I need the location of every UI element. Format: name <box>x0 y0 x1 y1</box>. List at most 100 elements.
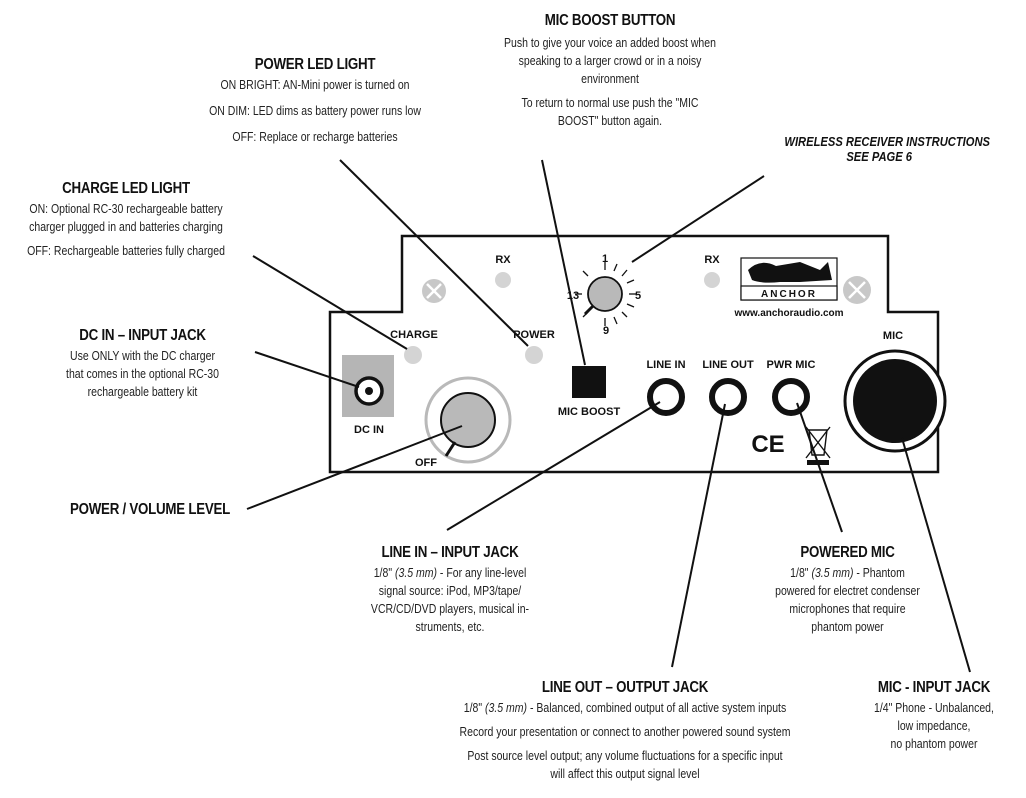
power-led-title: POWER LED LIGHT <box>254 56 376 73</box>
power-led-text-2: ON DIM: LED dims as battery power runs l… <box>209 104 421 118</box>
mic-boost-title: MIC BOOST BUTTON <box>544 12 676 29</box>
mic-boost-label: MIC BOOST <box>558 406 621 418</box>
power-led-text-1: ON BRIGHT: AN-Mini power is turned on <box>220 78 410 92</box>
leader-mic-boost <box>541 159 586 366</box>
pwr-mic-jack[interactable] <box>772 378 810 416</box>
powered-mic-text-3: microphones that require <box>789 602 906 616</box>
line-out-title: LINE OUT – OUTPUT JACK <box>541 679 709 696</box>
line-out-text-4: will affect this output signal level <box>550 767 700 781</box>
mic-input-text-1: 1/4" Phone - Unbalanced, <box>874 701 994 715</box>
leader-powered-mic <box>796 402 843 533</box>
mic-input-text-3: no phantom power <box>890 737 978 751</box>
line-out-text-1: 1/8" (3.5 mm) - Balanced, combined outpu… <box>453 699 797 717</box>
wireless-callout: WIRELESS RECEIVER INSTRUCTIONS SEE PAGE … <box>700 134 990 164</box>
powered-mic-text-4: phantom power <box>811 620 884 634</box>
line-out-size: 1/8" <box>463 701 483 715</box>
powered-mic-mm: (3.5 mm) <box>811 566 854 580</box>
dial-label-1: 1 <box>602 253 608 265</box>
mic-boost-text-4: To return to normal use push the "MIC <box>521 96 699 110</box>
powered-mic-title: POWERED MIC <box>800 544 895 561</box>
left-screw <box>422 279 446 303</box>
leader-power-volume <box>246 425 463 510</box>
mic-boost-button[interactable] <box>572 366 606 398</box>
charge-led-callout: CHARGE LED LIGHT ON: Optional RC-30 rech… <box>0 180 252 260</box>
line-in-text-2: signal source: iPod, MP3/tape/ <box>378 584 522 598</box>
line-out-label: LINE OUT <box>702 359 754 371</box>
line-in-text-3: VCR/CD/DVD players, musical in- <box>370 602 530 616</box>
mic-input-text-2: low impedance, <box>897 719 971 733</box>
leader-line-in <box>446 401 661 531</box>
dc-in-label: DC IN <box>354 424 384 436</box>
mic-input-title: MIC - INPUT JACK <box>877 679 991 696</box>
power-volume-callout: POWER / VOLUME LEVEL <box>40 501 260 519</box>
leader-dc-in <box>254 351 360 388</box>
leader-lines <box>246 159 971 673</box>
rx-led-left <box>495 272 511 288</box>
charge-label: CHARGE <box>390 329 438 341</box>
power-led <box>525 346 543 364</box>
line-in-jack[interactable] <box>647 378 685 416</box>
line-out-desc: - Balanced, combined output of all activ… <box>529 701 787 715</box>
mic-level-dial[interactable] <box>587 276 623 312</box>
mic-boost-text-3: environment <box>581 72 639 86</box>
dc-in-text-1: Use ONLY with the DC charger <box>70 349 215 363</box>
line-out-text-3: Post source level output; any volume flu… <box>467 749 783 763</box>
powered-mic-desc: - Phantom <box>856 566 905 580</box>
power-label: POWER <box>513 329 555 341</box>
dc-in-callout: DC IN – INPUT JACK Use ONLY with the DC … <box>20 327 265 401</box>
line-in-label: LINE IN <box>646 359 685 371</box>
line-out-mm: (3.5 mm) <box>485 701 528 715</box>
anchor-logo: ANCHOR <box>740 257 838 301</box>
dial-label-5: 5 <box>635 290 641 302</box>
line-in-mm: (3.5 mm) <box>394 566 437 580</box>
wireless-text-1: WIRELESS RECEIVER INSTRUCTIONS <box>784 134 990 149</box>
brand-url: www.anchoraudio.com <box>733 308 843 319</box>
ce-mark: CE <box>751 431 784 458</box>
leader-mic-input <box>901 437 971 673</box>
mic-boost-text-5: BOOST" button again. <box>557 114 663 128</box>
rx-label-right: RX <box>704 254 720 266</box>
line-in-desc: - For any line-level <box>439 566 527 580</box>
powered-mic-text-1: 1/8" (3.5 mm) - Phantom <box>753 564 942 582</box>
mic-label: MIC <box>883 330 903 342</box>
dc-in-pin <box>365 387 373 395</box>
wireless-text-2: SEE PAGE 6 <box>846 149 912 164</box>
line-in-text-4: struments, etc. <box>415 620 485 634</box>
line-in-title: LINE IN – INPUT JACK <box>381 544 519 561</box>
line-out-jack[interactable] <box>709 378 747 416</box>
line-in-text-1: 1/8" (3.5 mm) - For any line-level <box>349 564 551 582</box>
mic-boost-callout: MIC BOOST BUTTON Push to give your voice… <box>440 12 780 130</box>
powered-mic-text-2: powered for electret condenser <box>775 584 920 598</box>
powered-mic-size: 1/8" <box>790 566 809 580</box>
charge-led-text-3: OFF: Rechargeable batteries fully charge… <box>27 244 225 258</box>
charge-led <box>404 346 422 364</box>
dial-label-9: 9 <box>603 325 609 337</box>
power-volume-knob[interactable] <box>440 392 496 448</box>
dc-in-text-2: that comes in the optional RC-30 <box>66 367 219 381</box>
charge-led-title: CHARGE LED LIGHT <box>62 180 190 197</box>
dc-in-title: DC IN – INPUT JACK <box>79 327 206 344</box>
leader-line-out <box>671 403 726 668</box>
line-out-text-2: Record your presentation or connect to a… <box>459 725 791 739</box>
line-out-callout: LINE OUT – OUTPUT JACK 1/8" (3.5 mm) - B… <box>420 679 830 783</box>
rx-label-left: RX <box>495 254 511 266</box>
mic-jack[interactable] <box>853 359 937 443</box>
brand-name: ANCHOR <box>761 289 817 300</box>
pwr-mic-label: PWR MIC <box>767 359 816 371</box>
anchor-icon <box>748 262 832 283</box>
line-in-size: 1/8" <box>373 566 393 580</box>
power-led-text-3: OFF: Replace or recharge batteries <box>232 130 398 144</box>
mic-input-callout: MIC - INPUT JACK 1/4" Phone - Unbalanced… <box>846 679 1022 753</box>
leader-charge-led <box>252 255 408 350</box>
right-screw <box>843 276 871 304</box>
leader-wireless <box>631 175 765 263</box>
dial-pointer <box>583 304 595 316</box>
line-in-callout: LINE IN – INPUT JACK 1/8" (3.5 mm) - For… <box>330 544 570 636</box>
charge-led-text-1: ON: Optional RC-30 rechargeable battery <box>29 202 223 216</box>
power-led-callout: POWER LED LIGHT ON BRIGHT: AN-Mini power… <box>150 56 480 146</box>
rx-led-right <box>704 272 720 288</box>
powered-mic-callout: POWERED MIC 1/8" (3.5 mm) - Phantom powe… <box>735 544 960 636</box>
mic-boost-text-2: speaking to a larger crowd or in a noisy <box>518 54 702 68</box>
